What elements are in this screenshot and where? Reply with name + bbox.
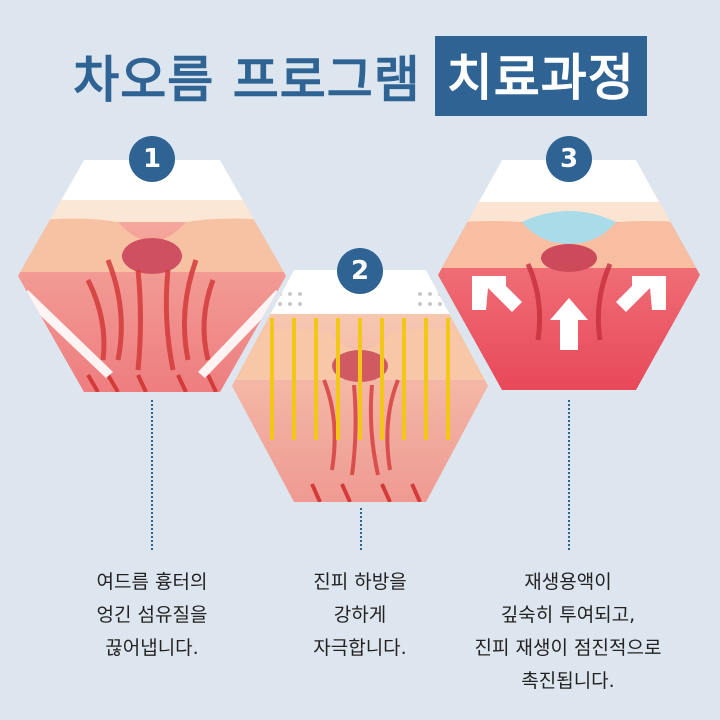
step-3-line-3: 진피 재생이 점진적으로 [474, 637, 662, 659]
step-2-connector [360, 508, 362, 550]
title-main: 차오름 프로그램 [73, 51, 421, 109]
step-1-illustration [18, 160, 286, 392]
step-3-caption: 재생용액이 깊숙히 투여되고, 진피 재생이 점진적으로 촉진됩니다. [448, 566, 688, 698]
step-3-line-4: 촉진됩니다. [521, 670, 615, 692]
step-2-line-1: 진피 하방을 [313, 571, 407, 593]
page-title: 차오름 프로그램 치료과정 [0, 36, 720, 116]
step-2-illustration [232, 270, 488, 502]
step-2-line-2: 강하게 [333, 604, 387, 626]
step-3-illustration [438, 160, 700, 390]
step-3-line-1: 재생용액이 [524, 571, 612, 593]
step-1-connector [151, 400, 153, 550]
step-2-badge: 2 [337, 248, 383, 294]
step-3-connector [568, 400, 570, 550]
step-1-line-3: 끊어냅니다. [105, 637, 199, 659]
step-1-line-1: 여드름 흉터의 [96, 571, 208, 593]
step-3-line-2: 깊숙히 투여되고, [500, 604, 636, 626]
step-2-caption: 진피 하방을 강하게 자극합니다. [262, 566, 458, 665]
step-2-line-3: 자극합니다. [313, 637, 407, 659]
step-3-badge: 3 [546, 136, 592, 182]
step-1-badge: 1 [129, 136, 175, 182]
step-1-line-2: 엉긴 섬유질을 [96, 604, 208, 626]
title-highlight: 치료과정 [434, 36, 647, 116]
step-1-caption: 여드름 흉터의 엉긴 섬유질을 끊어냅니다. [52, 566, 252, 665]
